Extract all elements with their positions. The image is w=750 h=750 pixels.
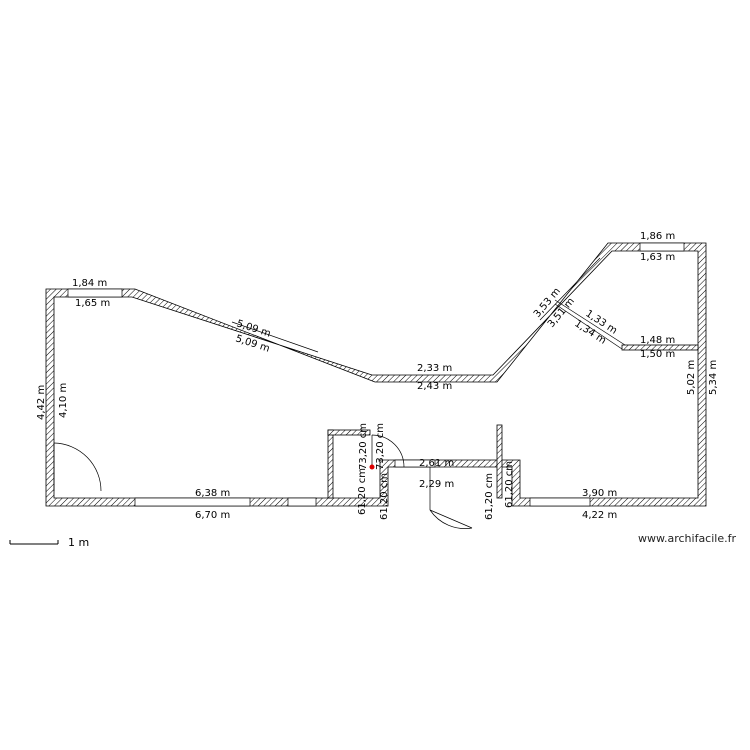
dim-top-left-inner: 1,65 m — [75, 298, 110, 309]
dim-mid-outer: 2,33 m — [417, 363, 452, 374]
window-top-right — [639, 242, 685, 252]
dim-left-outer: 4,42 m — [36, 385, 47, 420]
dim-top-left-outer: 1,84 m — [72, 278, 107, 289]
dim-cm-f: 61,20 cm — [504, 461, 515, 508]
window-bottom-mid — [287, 497, 317, 507]
window-bottom-right — [529, 497, 591, 507]
dim-inner-wall-top: 1,48 m — [640, 335, 675, 346]
door-bottom-leaf-2 — [429, 509, 473, 529]
dim-left-inner: 4,10 m — [58, 383, 69, 418]
dim-inner-wall-bottom: 1,50 m — [640, 349, 675, 360]
scale-label: 1 m — [68, 536, 90, 549]
dim-bottom-left-inner: 6,38 m — [195, 488, 230, 499]
dim-cm-a: 73,20 cm — [358, 423, 369, 470]
dim-top-right-inner: 1,63 m — [640, 252, 675, 263]
marker-point — [369, 464, 375, 470]
stub-wall-left — [327, 429, 334, 499]
stub-wall-top — [327, 429, 371, 436]
window-bottom-left — [134, 497, 251, 507]
dim-passage-top: 2,61 m — [419, 458, 454, 469]
window-top-left — [67, 288, 123, 298]
dim-right-inner: 5,02 m — [686, 360, 697, 395]
interior-partition — [621, 344, 699, 351]
diagonal-wall — [554, 299, 626, 346]
window-passage — [394, 459, 436, 468]
window-right-slope — [539, 257, 601, 321]
dim-cm-e: 61,20 cm — [484, 473, 495, 520]
window-slope — [231, 321, 319, 353]
door-bottom-swing — [429, 509, 473, 529]
dim-mid-inner: 2,43 m — [417, 381, 452, 392]
dim-cm-c: 61,20 cm — [357, 468, 368, 515]
stub-wall-post — [496, 424, 503, 499]
diagonal-wall-2 — [554, 303, 623, 350]
watermark[interactable]: www.archifacile.fr — [638, 532, 737, 545]
dim-top-right-outer: 1,86 m — [640, 231, 675, 242]
door-top-swing — [371, 434, 405, 468]
exterior-walls — [45, 242, 707, 507]
dim-bottom-right-inner: 3,90 m — [582, 488, 617, 499]
dim-cm-b: 73,20 cm — [375, 423, 386, 470]
dim-right-outer: 5,34 m — [708, 360, 719, 395]
scale-bar — [9, 540, 59, 545]
dim-bottom-left-outer: 6,70 m — [195, 510, 230, 521]
dim-passage-bottom: 2,29 m — [419, 479, 454, 490]
door-left-swing — [53, 442, 102, 492]
dim-bottom-right-outer: 4,22 m — [582, 510, 617, 521]
dim-cm-d: 61,20 cm — [379, 473, 390, 520]
